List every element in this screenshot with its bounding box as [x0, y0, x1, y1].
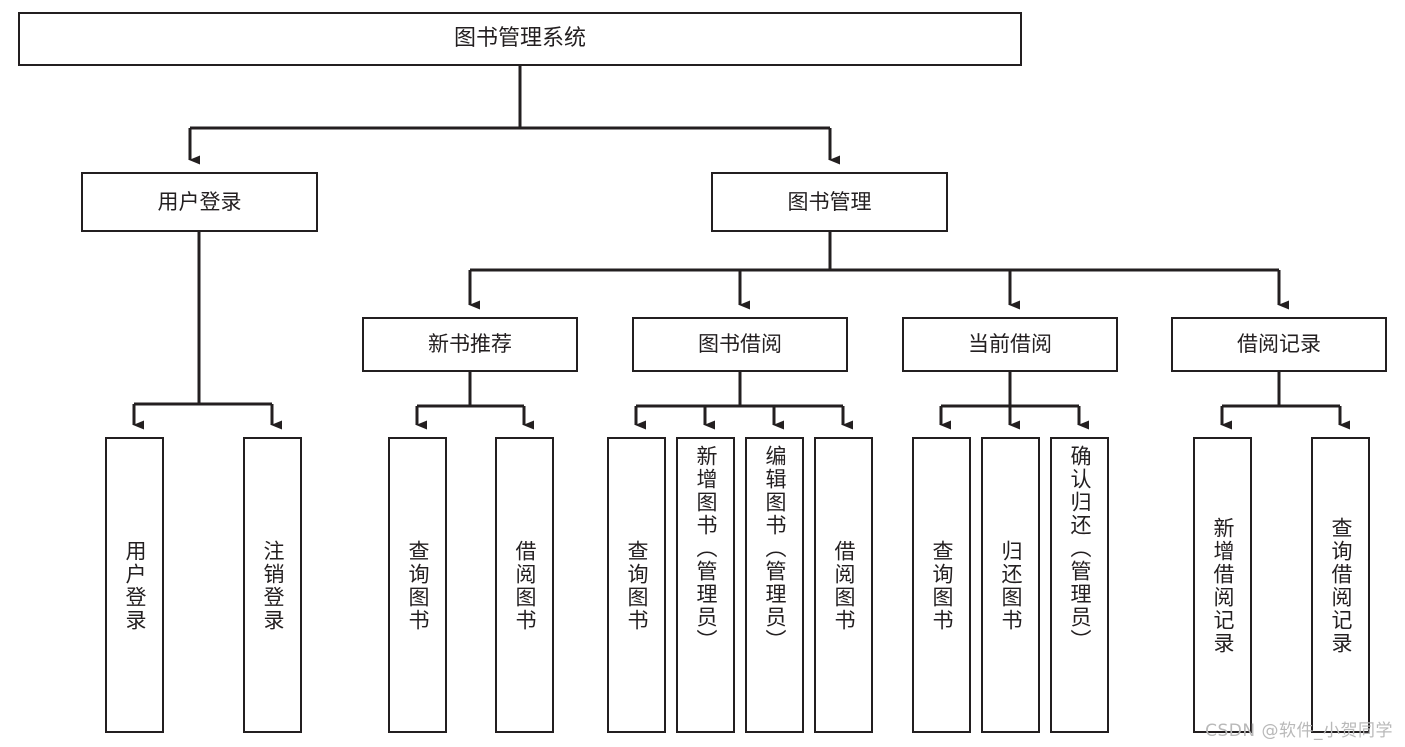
- node-new-book-recommend[interactable]: 新书推荐: [362, 317, 578, 372]
- node-leaf-query-book-3-label: 查询图书: [930, 540, 954, 632]
- node-leaf-return-book[interactable]: 归还图书: [981, 437, 1040, 733]
- node-leaf-query-book-2-label: 查询图书: [625, 540, 649, 632]
- node-user-login-label: 用户登录: [157, 189, 242, 214]
- node-leaf-query-record-label: 查询借阅记录: [1329, 517, 1353, 655]
- node-leaf-edit-book-label: 编辑图书（管理员）: [763, 445, 787, 652]
- node-borrow-record[interactable]: 借阅记录: [1171, 317, 1387, 372]
- node-leaf-query-book-1-label: 查询图书: [406, 540, 430, 632]
- node-leaf-query-book-1[interactable]: 查询图书: [388, 437, 447, 733]
- node-book-borrow[interactable]: 图书借阅: [632, 317, 848, 372]
- node-borrow-record-label: 借阅记录: [1237, 332, 1321, 357]
- node-user-login[interactable]: 用户登录: [81, 172, 318, 232]
- node-leaf-borrow-book-1[interactable]: 借阅图书: [495, 437, 554, 733]
- node-leaf-user-login-label: 用户登录: [123, 540, 147, 632]
- node-leaf-confirm-return-label: 确认归还（管理员）: [1068, 445, 1092, 652]
- node-leaf-edit-book[interactable]: 编辑图书（管理员）: [745, 437, 804, 733]
- csdn-watermark: CSDN @软件_小贺同学: [1205, 721, 1393, 741]
- node-leaf-borrow-book-2[interactable]: 借阅图书: [814, 437, 873, 733]
- node-leaf-return-book-label: 归还图书: [999, 540, 1023, 632]
- node-leaf-query-book-2[interactable]: 查询图书: [607, 437, 666, 733]
- node-root-label: 图书管理系统: [453, 26, 586, 52]
- node-current-borrow[interactable]: 当前借阅: [902, 317, 1118, 372]
- node-leaf-user-logout[interactable]: 注销登录: [243, 437, 302, 733]
- node-leaf-borrow-book-1-label: 借阅图书: [513, 540, 537, 632]
- node-leaf-user-login[interactable]: 用户登录: [105, 437, 164, 733]
- node-leaf-add-record-label: 新增借阅记录: [1211, 517, 1235, 655]
- node-book-manage-label: 图书管理: [787, 189, 872, 214]
- node-leaf-add-book[interactable]: 新增图书（管理员）: [676, 437, 735, 733]
- node-leaf-user-logout-label: 注销登录: [261, 540, 285, 632]
- node-leaf-borrow-book-2-label: 借阅图书: [832, 540, 856, 632]
- node-book-manage[interactable]: 图书管理: [711, 172, 948, 232]
- node-current-borrow-label: 当前借阅: [968, 332, 1052, 357]
- node-leaf-query-book-3[interactable]: 查询图书: [912, 437, 971, 733]
- node-book-borrow-label: 图书借阅: [698, 332, 782, 357]
- node-leaf-add-book-label: 新增图书（管理员）: [694, 445, 718, 652]
- node-new-book-recommend-label: 新书推荐: [428, 332, 512, 357]
- node-leaf-confirm-return[interactable]: 确认归还（管理员）: [1050, 437, 1109, 733]
- node-leaf-add-record[interactable]: 新增借阅记录: [1193, 437, 1252, 733]
- node-leaf-query-record[interactable]: 查询借阅记录: [1311, 437, 1370, 733]
- node-root-system[interactable]: 图书管理系统: [18, 12, 1022, 66]
